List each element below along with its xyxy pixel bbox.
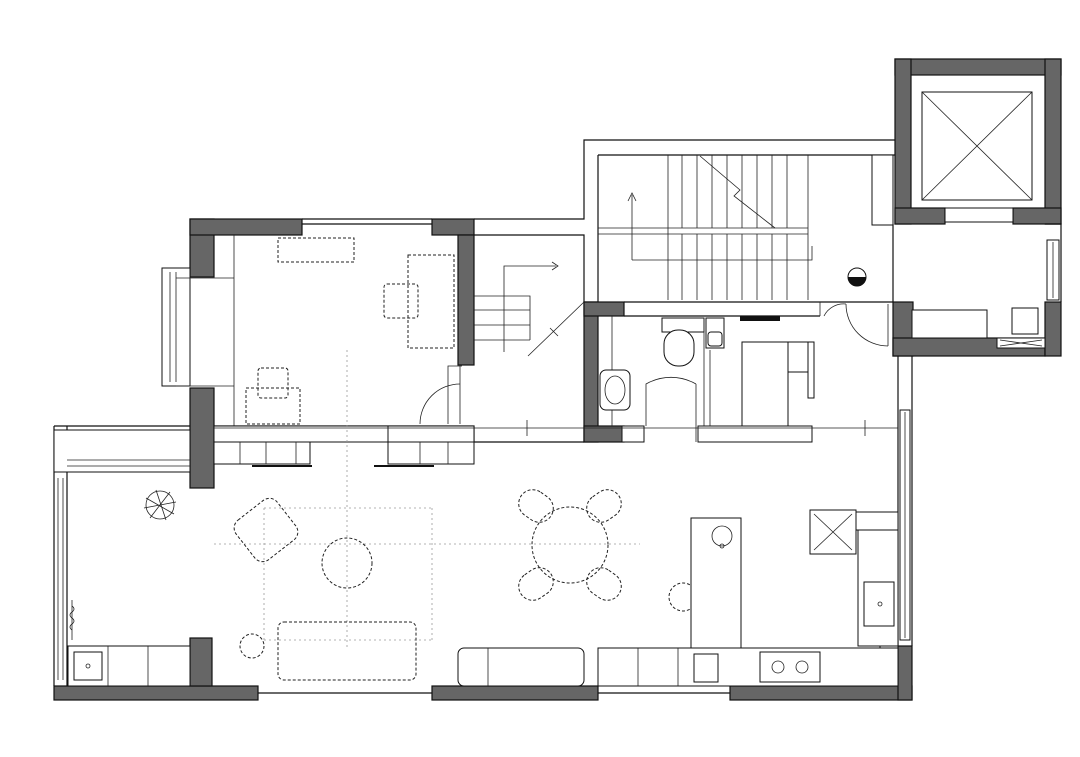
dining-furniture bbox=[518, 489, 698, 612]
plant-icon bbox=[143, 489, 177, 521]
utility-room bbox=[697, 302, 889, 443]
windows bbox=[53, 239, 1060, 680]
bedroom-furniture bbox=[176, 235, 462, 426]
reference-lines bbox=[214, 350, 898, 650]
kitchen bbox=[457, 509, 899, 687]
staircase bbox=[474, 154, 894, 357]
elevator bbox=[921, 74, 1033, 223]
lobby-fixtures bbox=[847, 267, 1046, 349]
outline-walls bbox=[53, 139, 1062, 694]
living-room-furniture bbox=[67, 489, 417, 687]
cabinets bbox=[213, 425, 475, 467]
bathroom bbox=[599, 316, 725, 443]
